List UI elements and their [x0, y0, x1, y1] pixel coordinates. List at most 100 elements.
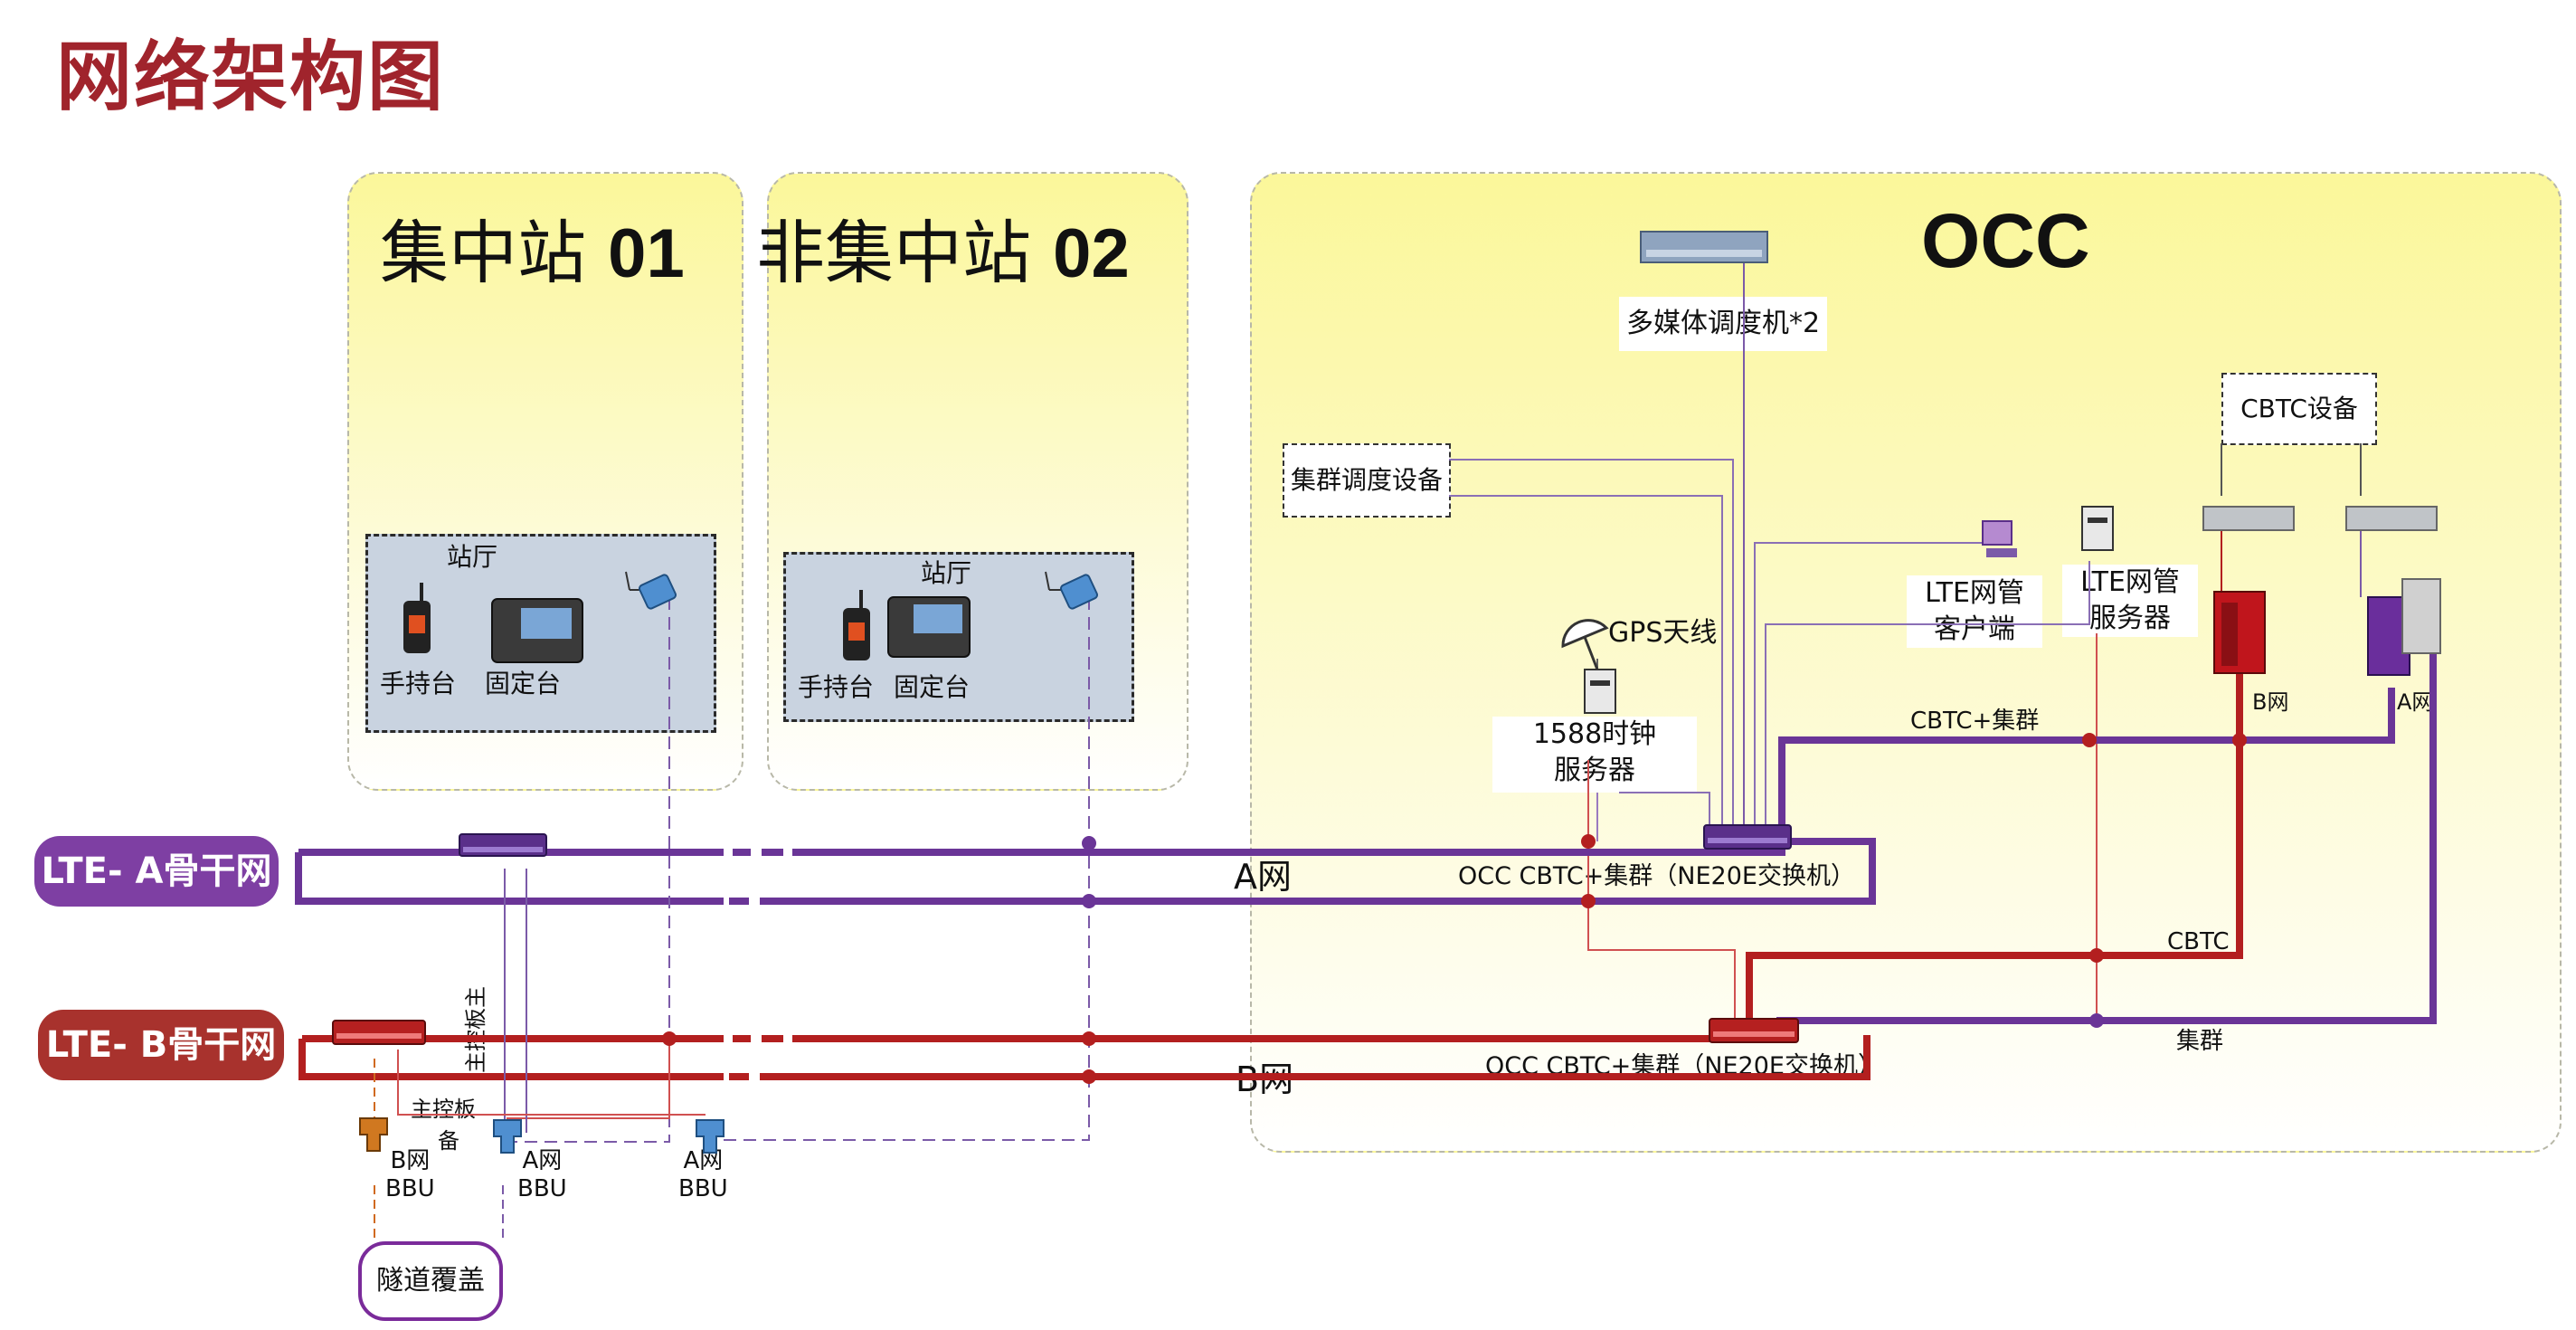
- rack-icon: [2367, 578, 2441, 676]
- main-board-standby-label: 主控板 备: [411, 1091, 476, 1154]
- bbu-a1-line2: BBU: [517, 1175, 567, 1202]
- noncentral-station-title: 非集中站 02: [756, 197, 1130, 297]
- switch-icon: [2202, 506, 2295, 531]
- feeder-station01-b: [507, 1039, 670, 1119]
- bbu-icon: [359, 1117, 388, 1152]
- a-ring-bottom-left: [295, 852, 724, 905]
- switch-icon: [1709, 1018, 1799, 1043]
- a-ring-top-right: [792, 843, 1785, 856]
- switch-icon: [332, 1020, 426, 1045]
- lte-a-backbone-pill: LTE- A骨干网: [34, 836, 279, 907]
- central-station-name: 集中站: [380, 213, 586, 293]
- cbtc-equipment-box: CBTC设备: [2221, 373, 2377, 445]
- zone-occ: [1250, 172, 2562, 1153]
- line-clock-b: [1587, 760, 1736, 1028]
- switch-icon: [2345, 506, 2438, 531]
- antenna-icon: [1045, 571, 1099, 610]
- line-lte-server-to-switch: [1765, 561, 2090, 832]
- computer-icon: [1982, 520, 2017, 557]
- clock-server-line2: 服务器: [1554, 755, 1635, 786]
- a-occ-upper: [1778, 688, 2395, 843]
- rack-icon: [2213, 591, 2266, 674]
- bbu-a1-line1: A网: [522, 1147, 563, 1174]
- tunnel-coverage-box: 隧道覆盖: [358, 1241, 503, 1321]
- b-ring-dashes: [729, 1035, 783, 1080]
- b-ring-right: [760, 1035, 1870, 1080]
- handheld-label-01: 手持台: [380, 669, 457, 698]
- clock-server-line1: 1588时钟: [1532, 718, 1657, 750]
- line-trunk-dispatch-1: [1449, 459, 1734, 832]
- lte-server-line1: LTE网管: [2080, 566, 2180, 598]
- bbu-icon: [493, 1119, 522, 1154]
- fixed-label-01: 固定台: [485, 669, 562, 698]
- junctions: [662, 733, 2247, 1084]
- bbu-b-label: B网 BBU: [385, 1142, 435, 1202]
- station-feeders: [374, 597, 1090, 1241]
- junction: [1581, 834, 1596, 849]
- antenna-icon: [625, 571, 677, 610]
- lte-client-line1: LTE网管: [1925, 577, 2024, 609]
- feeder-b-switch-red: [397, 1050, 706, 1116]
- bbu-icon: [696, 1119, 724, 1154]
- cbtc-trunk-link-label: CBTC+集群: [1910, 708, 2040, 735]
- walkie-talkie-icon: [403, 583, 431, 653]
- junction: [2089, 948, 2104, 963]
- rack-a-label: A网: [2397, 689, 2434, 715]
- bbu-a1-label: A网 BBU: [517, 1142, 567, 1202]
- server-icon: [2081, 506, 2114, 551]
- line-lte-client-to-switch: [1754, 542, 1990, 832]
- central-station-title: 集中站 01: [380, 197, 685, 297]
- switch-icon: [1703, 824, 1792, 850]
- junction: [2082, 733, 2097, 747]
- line-trunk-dispatch-2: [1449, 495, 1723, 832]
- a-backbone-ring: [295, 651, 2437, 1024]
- noncentral-station-name: 非集中站: [756, 213, 1031, 293]
- clock-server-label: 1588时钟 服务器: [1492, 717, 1697, 793]
- b-occ-link: [1746, 670, 2243, 1021]
- lte-b-backbone-pill: LTE- B骨干网: [38, 1010, 284, 1080]
- feeder-station02-a: [696, 597, 1090, 1141]
- occ-title: OCC: [1921, 198, 2090, 283]
- gps-antenna-label: GPS天线: [1608, 617, 1718, 649]
- a-ring-dashes: [729, 849, 783, 905]
- noncentral-station-number: 02: [1053, 215, 1130, 292]
- gps-dish-icon: [1561, 619, 1609, 670]
- desk-phone-icon: [491, 598, 583, 663]
- line-lte-server-red: [1776, 633, 2098, 1021]
- feeder-station01-a: [507, 597, 670, 1143]
- junction: [662, 1031, 677, 1046]
- multimedia-dispatcher-label: 多媒体调度机*2: [1619, 297, 1827, 351]
- junction: [1082, 1031, 1096, 1046]
- bbu-b-line1: B网: [390, 1147, 431, 1174]
- b-ring-bottom-left: [298, 1039, 724, 1080]
- cbtc-link-label: CBTC: [2167, 928, 2230, 955]
- rack-b-label: B网: [2252, 689, 2289, 715]
- handheld-label-02: 手持台: [798, 672, 875, 702]
- hall-label-01: 站厅: [447, 542, 498, 572]
- switch-a-label: OCC CBTC+集群（NE20E交换机）: [1458, 862, 1855, 890]
- lte-server-line2: 服务器: [2089, 603, 2171, 634]
- bbu-b-line2: BBU: [385, 1175, 435, 1202]
- fixed-label-02: 固定台: [894, 672, 971, 702]
- trunk-link-label: 集群: [2176, 1028, 2224, 1055]
- junction: [2089, 1013, 2104, 1028]
- b-backbone-ring: [298, 670, 2243, 1080]
- lte-client-label: LTE网管 客户端: [1907, 575, 2042, 648]
- desk-phone-icon: [887, 596, 971, 658]
- hall-label-02: 站厅: [921, 558, 972, 588]
- a-occ-lower: [1776, 651, 2437, 1024]
- switch-icon: [1640, 231, 1768, 263]
- switch-icon: [459, 833, 547, 857]
- a-net-label: A网: [1234, 857, 1292, 897]
- junction: [1581, 894, 1596, 908]
- server-icon: [1584, 669, 1616, 714]
- page-title: 网络架构图: [56, 33, 446, 121]
- junction: [1082, 894, 1096, 908]
- a-ring-right: [760, 838, 1876, 905]
- line-clock-to-switch: [1619, 792, 1710, 832]
- junction: [1082, 836, 1096, 850]
- main-board-standby-suffix: 备: [438, 1128, 459, 1154]
- junction: [2232, 733, 2247, 747]
